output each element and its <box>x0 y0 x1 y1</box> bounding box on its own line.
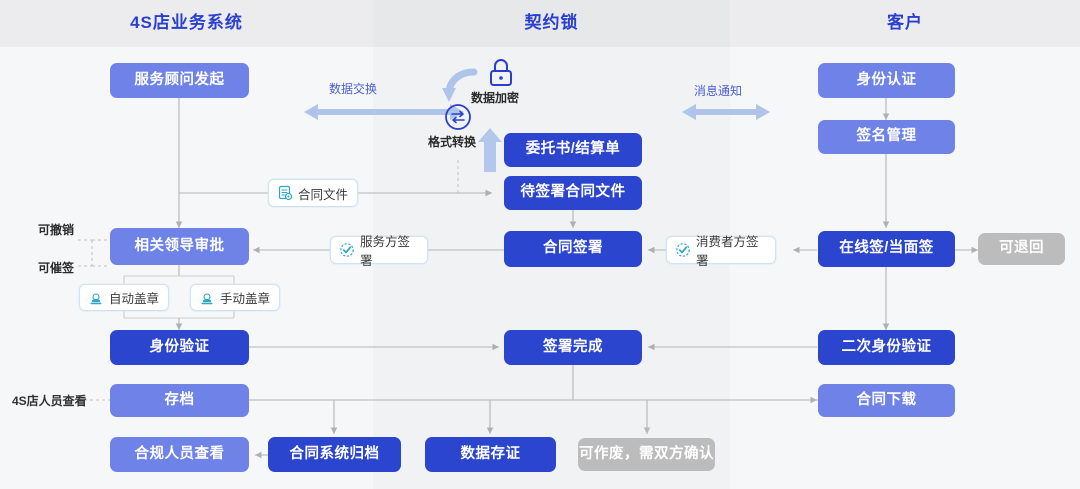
chip-label: 合同文件 <box>298 187 349 202</box>
label-data-encrypt: 数据加密 <box>471 91 520 105</box>
node-leader-approval[interactable]: 相关领导审批 <box>110 228 249 265</box>
label-urge-sign: 可催签 <box>38 261 75 275</box>
chip-consumer-party-sign[interactable]: 消费者方签署 <box>666 235 776 268</box>
message-notify-double-arrow <box>682 104 770 120</box>
lane-header-band <box>0 0 1080 47</box>
node-data-evidence[interactable]: 数据存证 <box>425 437 556 472</box>
label-message-notify: 消息通知 <box>694 84 743 98</box>
chip-label: 手动盖章 <box>220 292 271 306</box>
node-contract-system-archive[interactable]: 合同系统归档 <box>268 437 401 472</box>
node-label: 合同签署 <box>543 240 603 257</box>
node-signature-mgmt[interactable]: 签名管理 <box>818 120 955 154</box>
node-label: 相关领导审批 <box>134 237 225 254</box>
node-entrust-settlement[interactable]: 委托书/结算单 <box>504 133 642 167</box>
node-label: 可退回 <box>999 240 1044 257</box>
node-label: 身份认证 <box>856 71 917 88</box>
upward-blue-arrow <box>478 128 502 172</box>
chip-auto-stamp[interactable]: 自动盖章 <box>79 284 169 311</box>
node-label: 数据存证 <box>460 445 521 462</box>
chip-contract-file[interactable]: 合同文件 <box>268 179 358 207</box>
node-second-identity-verify[interactable]: 二次身份验证 <box>818 330 955 365</box>
convert-circle-icon <box>445 104 471 130</box>
label-dealer-staff-view: 4S店人员查看 <box>12 394 87 408</box>
chip-manual-stamp[interactable]: 手动盖章 <box>190 284 280 311</box>
check-circle-icon <box>340 243 354 257</box>
node-compliance-view[interactable]: 合规人员查看 <box>110 437 249 472</box>
node-label: 签署完成 <box>543 338 603 355</box>
chip-service-party-sign[interactable]: 服务方签署 <box>330 235 428 268</box>
label-format-convert: 格式转换 <box>428 135 477 149</box>
node-pending-contract-file[interactable]: 待签署合同文件 <box>504 176 642 210</box>
node-label: 在线签/当面签 <box>839 240 934 257</box>
node-voidable-note[interactable]: 可作废，需双方确认 <box>578 438 715 471</box>
node-label: 待签署合同文件 <box>520 184 626 201</box>
node-sign-complete[interactable]: 签署完成 <box>504 330 642 365</box>
node-returnable[interactable]: 可退回 <box>978 233 1065 265</box>
node-label: 身份验证 <box>149 338 210 355</box>
node-online-or-inperson-sign[interactable]: 在线签/当面签 <box>818 231 955 267</box>
node-contract-sign[interactable]: 合同签署 <box>504 231 642 267</box>
document-icon <box>278 185 293 201</box>
check-circle-icon <box>676 243 690 257</box>
lane-title-customer: 客户 <box>887 13 923 32</box>
stamp-icon <box>201 293 213 304</box>
node-label: 合同系统归档 <box>289 445 380 462</box>
node-label: 合同下载 <box>856 391 917 408</box>
chip-label: 消费者方签署 <box>696 235 759 268</box>
node-archive[interactable]: 存档 <box>110 384 249 417</box>
node-label: 合规人员查看 <box>134 445 225 462</box>
lock-icon <box>490 59 512 86</box>
lane-title-qiyuesuo: 契约锁 <box>524 13 579 32</box>
lane-header-band-middle <box>373 0 730 47</box>
node-label: 存档 <box>164 391 195 408</box>
chip-label: 服务方签署 <box>360 235 411 268</box>
node-label: 可作废，需双方确认 <box>579 445 714 462</box>
chip-label: 自动盖章 <box>109 292 160 306</box>
node-label: 委托书/结算单 <box>525 141 621 158</box>
data-exchange-double-arrow <box>304 104 464 120</box>
node-label: 签名管理 <box>856 128 917 145</box>
lane-title-dealer: 4S店业务系统 <box>130 13 243 32</box>
node-identity-auth[interactable]: 身份认证 <box>818 63 955 98</box>
node-identity-verify[interactable]: 身份验证 <box>110 330 249 365</box>
curved-arrow-icon <box>442 68 478 102</box>
node-label: 服务顾问发起 <box>134 71 225 88</box>
label-revocable: 可撤销 <box>38 223 75 237</box>
node-service-advisor-initiate[interactable]: 服务顾问发起 <box>110 63 249 98</box>
stamp-icon <box>90 293 102 304</box>
node-label: 二次身份验证 <box>841 338 932 355</box>
label-data-exchange: 数据交换 <box>329 82 378 96</box>
node-contract-download[interactable]: 合同下载 <box>818 384 955 417</box>
